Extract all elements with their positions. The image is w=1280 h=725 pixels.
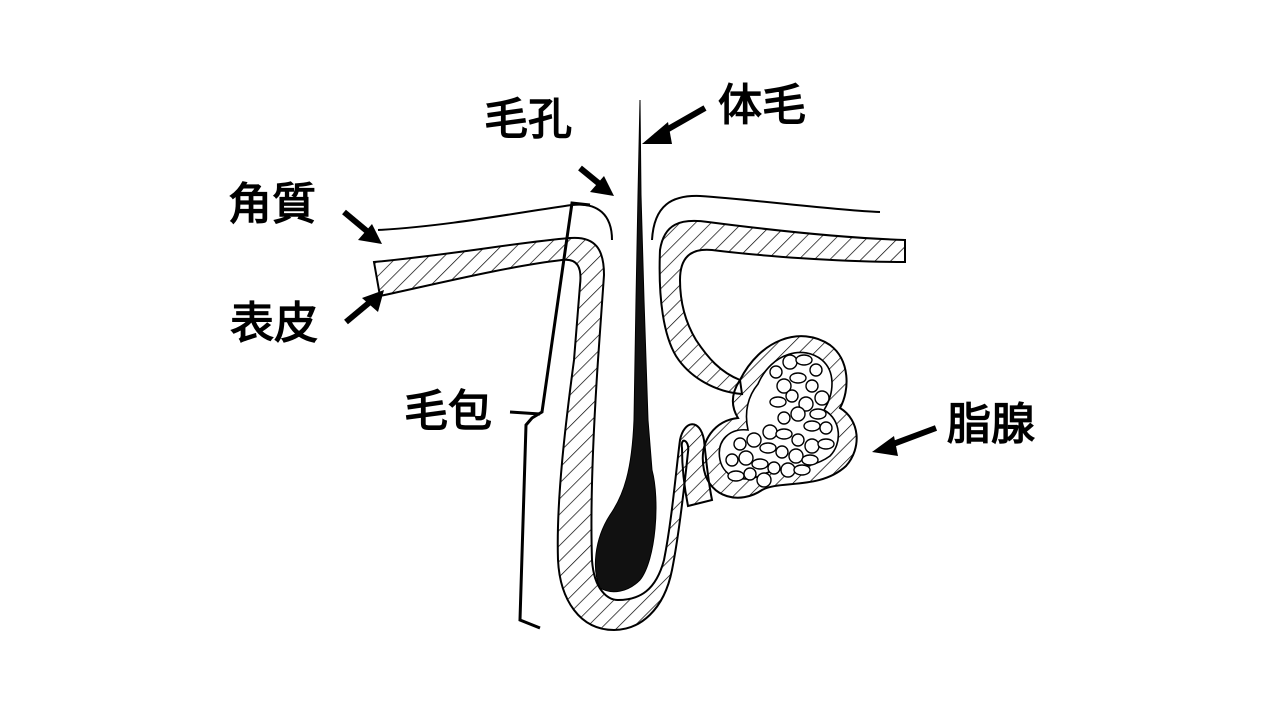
sebaceous-cell bbox=[804, 438, 820, 454]
label-body-hair: 体毛 bbox=[718, 80, 806, 131]
arrow-body-hair-head bbox=[642, 122, 672, 144]
label-hair-follicle: 毛包 bbox=[404, 386, 492, 437]
sebaceous-cell bbox=[738, 450, 754, 466]
sebaceous-cell bbox=[756, 472, 772, 488]
sebaceous-cell bbox=[788, 448, 804, 464]
sebaceous-cell bbox=[759, 442, 777, 454]
sebaceous-cell bbox=[791, 433, 805, 447]
sebaceous-cell bbox=[743, 467, 757, 481]
follicle-bracket bbox=[518, 201, 591, 630]
sebaceous-cell bbox=[809, 408, 827, 420]
epidermis-right-band bbox=[658, 219, 906, 396]
arrow-pore-head bbox=[590, 176, 614, 196]
arrow-stratum-corneum-head bbox=[358, 224, 382, 244]
epidermis-left-band bbox=[372, 236, 714, 632]
sebaceous-cell bbox=[751, 458, 769, 470]
sebaceous-cell bbox=[767, 461, 781, 475]
sebaceous-cell bbox=[762, 424, 778, 440]
label-pore: 毛孔 bbox=[484, 94, 572, 145]
sebaceous-cell bbox=[725, 453, 739, 467]
sebaceous-cell bbox=[727, 470, 745, 482]
arrow-epidermis-head bbox=[362, 290, 384, 312]
sebaceous-cell bbox=[795, 354, 813, 366]
sebaceous-cell bbox=[769, 365, 783, 379]
sebaceous-cell bbox=[793, 464, 811, 476]
sebaceous-cell bbox=[814, 390, 830, 406]
arrow-epidermis bbox=[344, 299, 372, 325]
label-sebaceous-gland: 脂腺 bbox=[947, 399, 1035, 450]
sebaceous-cell bbox=[775, 445, 789, 459]
arrow-sebaceous-gland-head bbox=[872, 436, 898, 456]
sebaceous-cell bbox=[819, 421, 833, 435]
sebaceous-cell bbox=[782, 354, 798, 370]
sebaceous-cell bbox=[775, 428, 793, 440]
sebaceous-cell bbox=[801, 454, 819, 466]
sebaceous-cell bbox=[769, 396, 787, 408]
sebaceous-cell bbox=[805, 379, 819, 393]
sebaceous-cell bbox=[746, 432, 762, 448]
stratum-corneum-right-line bbox=[651, 194, 881, 241]
sebaceous-cells bbox=[725, 354, 835, 488]
sebaceous-cell bbox=[733, 437, 747, 451]
sebaceous-cell bbox=[777, 411, 791, 425]
arrows bbox=[342, 105, 938, 456]
arrow-stratum-corneum bbox=[342, 209, 370, 235]
sebaceous-cell bbox=[776, 378, 792, 394]
sebaceous-cell bbox=[809, 363, 823, 377]
arrow-sebaceous-gland bbox=[886, 425, 938, 449]
sebaceous-cell bbox=[789, 372, 807, 384]
label-stratum-corneum: 角質 bbox=[228, 179, 316, 230]
sebaceous-cell bbox=[803, 420, 821, 432]
label-epidermis: 表皮 bbox=[230, 298, 318, 349]
sebaceous-cell bbox=[780, 462, 796, 478]
hair-shaft bbox=[594, 99, 657, 593]
sebaceous-cell bbox=[785, 389, 799, 403]
sebaceous-cell bbox=[817, 438, 835, 450]
follicle-bracket-tick bbox=[509, 410, 541, 416]
sebaceous-cell bbox=[790, 406, 806, 422]
sebaceous-cell bbox=[798, 396, 814, 412]
stratum-corneum-left-line bbox=[377, 203, 613, 241]
